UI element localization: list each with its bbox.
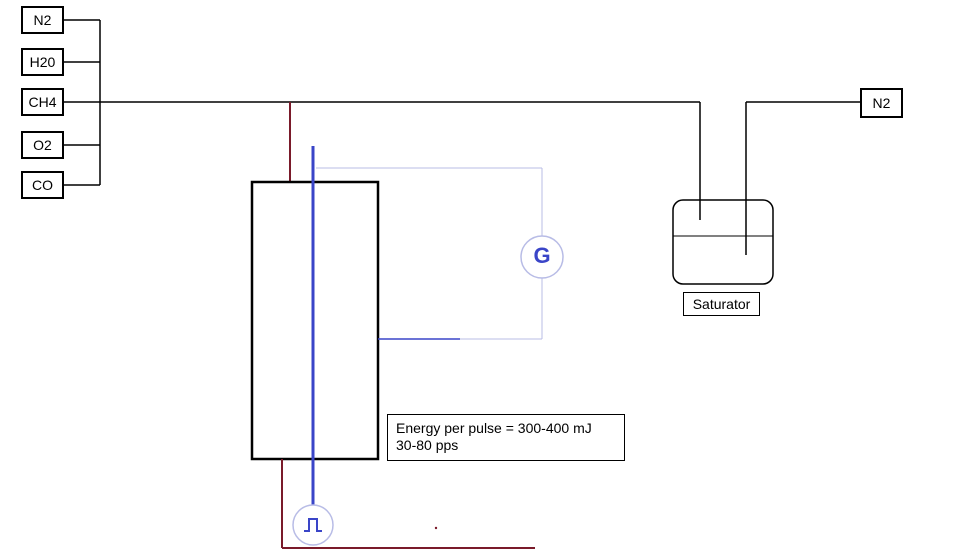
gauge-label: G	[533, 243, 551, 268]
pulse-energy-note: Energy per pulse = 300-400 mJ 30-80 pps	[387, 414, 625, 461]
gas-source-ch4: CH4	[21, 88, 64, 116]
saturator-vessel	[672, 199, 774, 285]
gauge-circle	[520, 235, 564, 279]
gas-source-co: CO	[21, 171, 64, 199]
plasma-reactor	[250, 180, 380, 461]
main-feed-line	[64, 101, 701, 220]
gas-source-n2: N2	[21, 6, 64, 34]
note-line-2: 30-80 pps	[396, 437, 459, 453]
gauge-wiring	[316, 167, 543, 340]
pulse-generator	[292, 504, 334, 546]
gas-source-h2o: H20	[21, 48, 64, 76]
pulse-icon	[304, 518, 322, 532]
n2-saturator-line	[745, 101, 860, 255]
outlet-dot	[434, 526, 438, 530]
reactor-outlet-line	[281, 459, 535, 549]
note-line-1: Energy per pulse = 300-400 mJ	[396, 420, 592, 436]
n2-inlet: N2	[860, 88, 903, 118]
gas-source-o2: O2	[21, 131, 64, 159]
saturator-label: Saturator	[683, 292, 760, 316]
